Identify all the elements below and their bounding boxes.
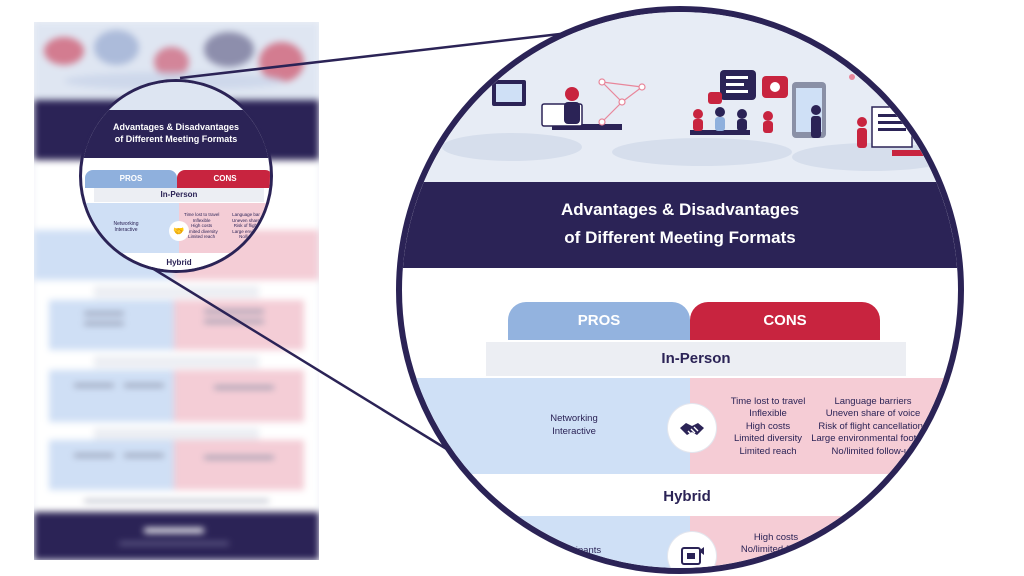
inperson-cons-panel — [690, 378, 958, 474]
inperson-cons-list-right: Language barriers Uneven share of voice … — [802, 396, 944, 458]
small-cons-tab: CONS — [177, 170, 270, 188]
thumbnail-footer — [34, 512, 319, 560]
list-item: Large environmental footprint — [811, 433, 935, 445]
list-item: No/limited follo... — [740, 544, 812, 556]
small-title-line1: Advantages & Disadvantages — [112, 122, 240, 132]
handshake-icon — [668, 404, 716, 452]
small-cons-right: Language bar Uneven share Risk of flight… — [232, 212, 261, 239]
small-pros-tab: PROS — [85, 170, 177, 188]
inperson-cons-list-left: Time lost to travel Inflexible High cost… — [712, 396, 824, 458]
small-cons-left: Time lost to travel Inflexible High cost… — [184, 212, 220, 239]
meeting-illustration-icon — [442, 70, 952, 171]
small-title-line2: of Different Meeting Formats — [114, 134, 238, 144]
small-section-hybrid: Hybrid — [94, 256, 264, 270]
list-item: Inflexible — [749, 408, 787, 420]
small-lens-title: Advantages & Disadvantages of Different … — [82, 110, 270, 158]
hybrid-pros-panel — [402, 516, 690, 568]
list-item: Limited reach — [739, 445, 797, 457]
list-item: Time lost to travel — [730, 396, 806, 407]
cons-tab: CONS — [690, 302, 880, 340]
list-item: High costs — [753, 532, 799, 543]
hybrid-cons-panel — [690, 516, 958, 568]
thumbnail-hero — [34, 22, 319, 100]
small-lens-hero — [82, 82, 270, 110]
large-magnifier-lens: Advantages & Disadvantages of Different … — [396, 6, 964, 574]
title-line-1: Advantages & Disadvantages — [560, 200, 800, 219]
section-header-hybrid: Hybrid — [432, 480, 942, 514]
list-item: No/limited follow-up — [831, 445, 915, 457]
small-pros-panel — [82, 203, 179, 253]
small-section-inperson: In-Person — [94, 188, 264, 202]
small-cons-panel — [179, 203, 270, 253]
list-item: La... — [766, 556, 786, 568]
hero-illustration — [402, 12, 958, 182]
list-item: Interactive — [552, 426, 596, 437]
list-item: High costs — [745, 420, 791, 432]
small-magnifier-lens: Advantages & Disadvantages of Different … — [79, 79, 273, 273]
list-item: Networking — [550, 413, 598, 424]
list-item: Risk of flight cancellations — [818, 420, 928, 432]
hybrid-pros-list: ... participants — [542, 544, 662, 557]
hybrid-cons-list: High costs No/limited follo... La... — [720, 532, 832, 568]
list-item: Uneven share of voice — [825, 408, 921, 420]
inperson-pros-panel — [402, 378, 690, 474]
section-header-inperson: In-Person — [486, 342, 906, 376]
pros-tab: PROS — [508, 302, 690, 340]
small-pros-text: Networking Interactive — [113, 221, 139, 233]
list-item: Limited diversity — [733, 433, 803, 445]
infographic-thumbnail: Advantages & Disadvantages of Different … — [34, 22, 319, 560]
video-call-icon — [668, 532, 716, 568]
list-item: Language barriers — [834, 396, 912, 407]
small-handshake-icon: 🤝 — [169, 221, 189, 241]
list-item: ... participants — [542, 545, 602, 556]
title-banner: Advantages & Disadvantages of Different … — [402, 182, 958, 268]
inperson-pros-list: Networking Interactive — [522, 412, 626, 438]
title-line-2: of Different Meeting Formats — [564, 228, 796, 247]
